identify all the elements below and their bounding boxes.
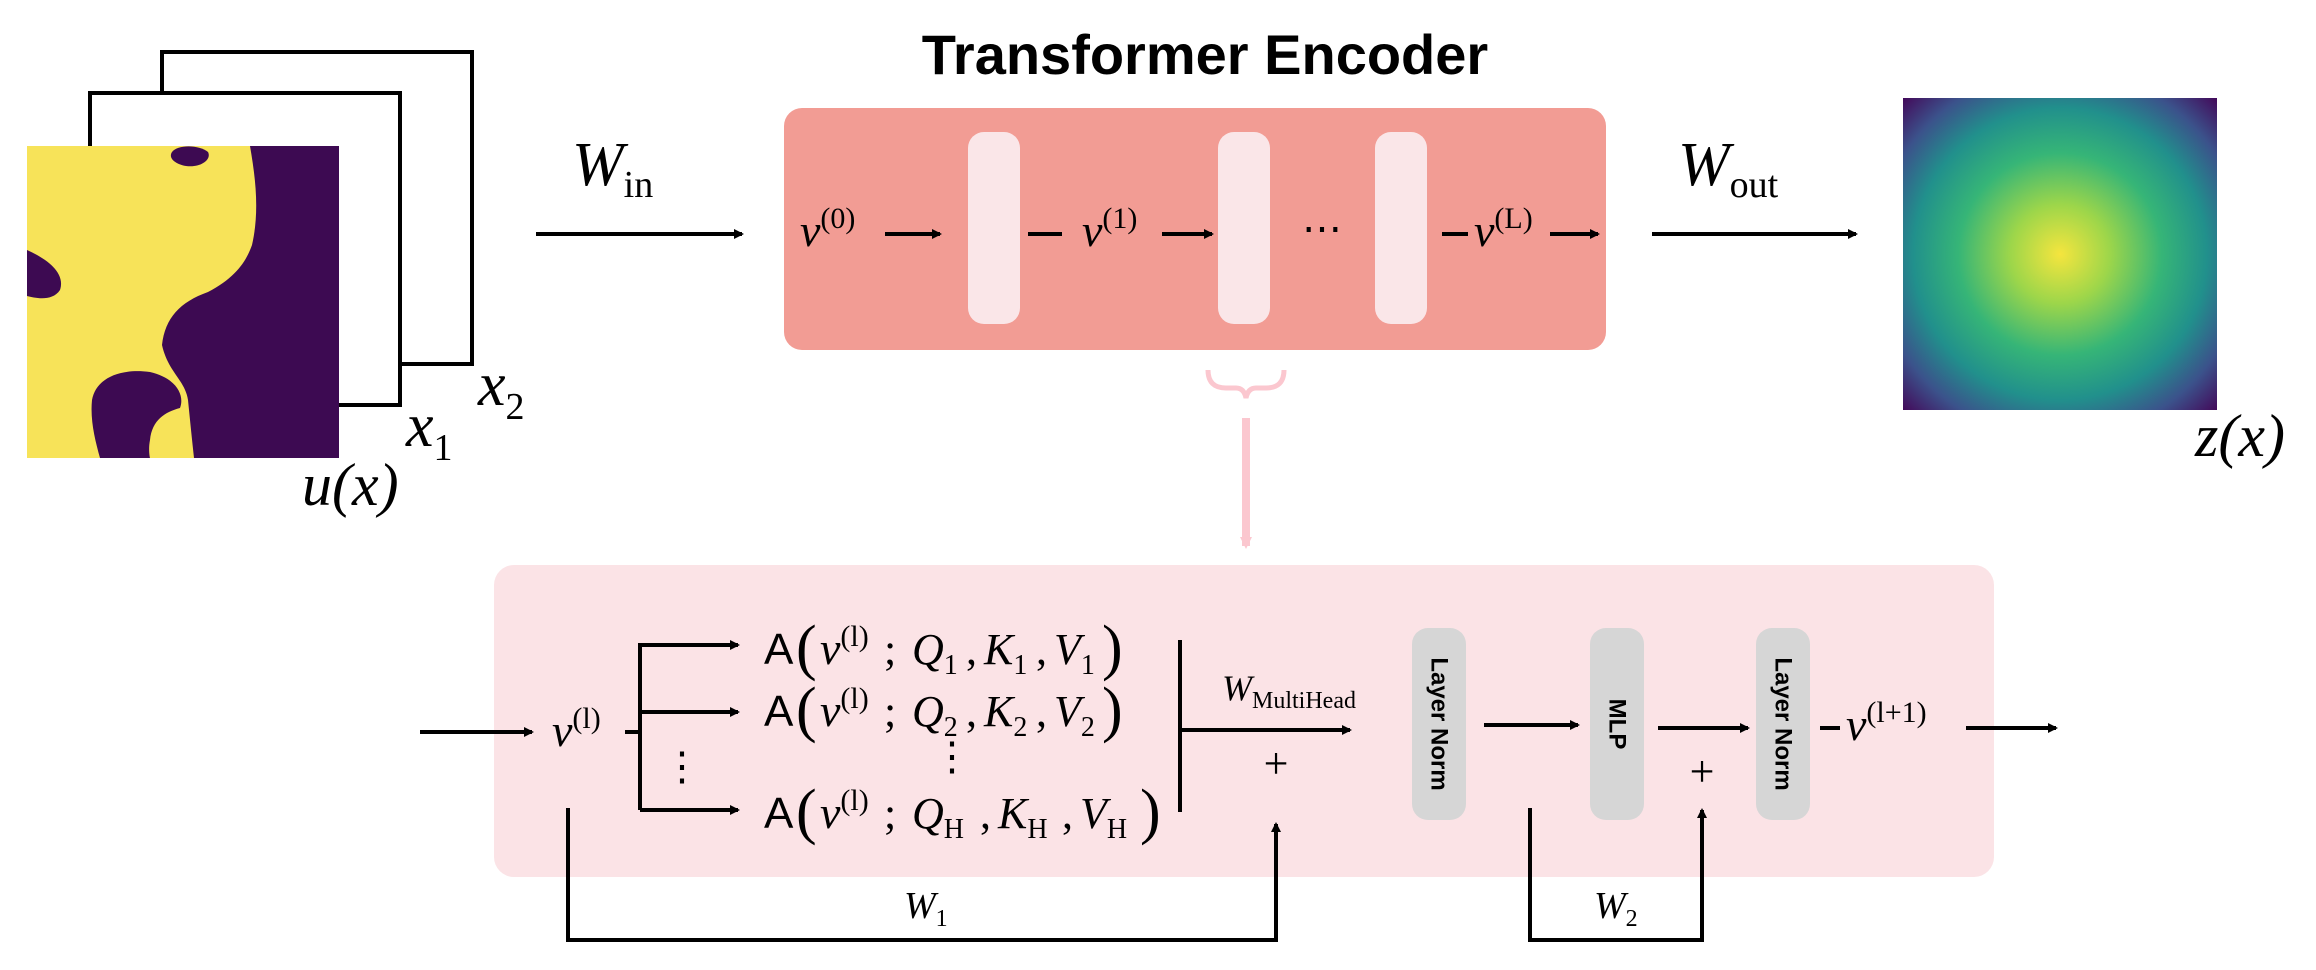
input-x2-label: x2 xyxy=(477,351,525,428)
attention-head-1: A ( v(l) ; Q1 , K1 , V1 ) xyxy=(764,614,1123,682)
svg-text:): ) xyxy=(1140,778,1161,846)
svg-text:VH: VH xyxy=(1080,789,1127,845)
svg-text:A: A xyxy=(764,789,794,838)
yellow-region xyxy=(27,146,257,458)
v0-label: v(0) xyxy=(800,202,855,256)
input-stack: x2 x1 u(x) xyxy=(27,50,525,518)
svg-text:,: , xyxy=(1036,687,1047,736)
input-u-label: u(x) xyxy=(302,452,399,518)
svg-text:,: , xyxy=(1062,789,1073,838)
mlp-block xyxy=(1590,628,1644,820)
svg-text:,: , xyxy=(966,687,977,736)
input-image-u xyxy=(27,146,339,458)
layer-norm-2-block xyxy=(1756,628,1810,820)
residual-w2-path xyxy=(1528,808,1707,942)
encoder-title: Transformer Encoder xyxy=(922,23,1488,86)
encoder-ellipsis: ⋯ xyxy=(1302,206,1342,251)
svg-text:KH: KH xyxy=(997,789,1048,845)
w-in-label: Win xyxy=(572,131,653,206)
layer-norm-2-label: Layer Norm xyxy=(1770,657,1797,790)
svg-text:,: , xyxy=(980,789,991,838)
output-image-z xyxy=(1903,98,2217,410)
w-multihead-label: WMultiHead xyxy=(1222,668,1356,714)
residual-plus-2: + xyxy=(1690,747,1715,796)
encoder-block-brace xyxy=(1205,369,1287,399)
svg-text:;: ; xyxy=(884,687,896,736)
svg-text:v(l): v(l) xyxy=(820,784,869,838)
encoder-block-L xyxy=(1375,132,1427,324)
head-vdots-left: ⋮ xyxy=(662,744,702,789)
attention-head-H: A ( v(l) ; QH , KH , VH ) xyxy=(764,778,1161,846)
attention-head-2: A ( v(l) ; Q2 , K2 , V2 ) xyxy=(764,676,1123,744)
input-x1-label: x1 xyxy=(405,392,453,469)
layer-norm-1-block xyxy=(1412,628,1466,820)
svg-text:K2: K2 xyxy=(983,687,1027,743)
purple-blob-bottom xyxy=(91,371,182,458)
purple-blob-top xyxy=(170,146,209,167)
svg-text:;: ; xyxy=(884,625,896,674)
mlp-label: MLP xyxy=(1604,699,1631,750)
vl1-out-label: v(l+1) xyxy=(1846,696,1927,750)
encoder-block-1 xyxy=(968,132,1020,324)
layer-norm-1-label: Layer Norm xyxy=(1426,657,1453,790)
svg-text:): ) xyxy=(1102,614,1123,682)
svg-text:K1: K1 xyxy=(983,625,1027,681)
svg-text:v(l): v(l) xyxy=(820,682,869,736)
encoder-block-2 xyxy=(1218,132,1270,324)
svg-text:A: A xyxy=(764,625,794,674)
svg-text:): ) xyxy=(1102,676,1123,744)
residual-w1-path xyxy=(566,808,1281,942)
svg-text:(: ( xyxy=(796,778,817,846)
residual-plus-1: + xyxy=(1264,739,1289,788)
vL-label: v(L) xyxy=(1474,202,1533,256)
w1-label: W1 xyxy=(904,885,948,932)
svg-text:,: , xyxy=(966,625,977,674)
svg-text:Q2: Q2 xyxy=(912,687,958,743)
svg-text:V2: V2 xyxy=(1054,687,1095,743)
svg-text:v(l): v(l) xyxy=(820,620,869,674)
v1-label: v(1) xyxy=(1082,202,1137,256)
w-out-label: Wout xyxy=(1678,131,1779,206)
vl-in-label: v(l) xyxy=(552,702,601,756)
svg-text:QH: QH xyxy=(912,789,964,845)
svg-text:;: ; xyxy=(884,789,896,838)
w2-label: W2 xyxy=(1594,885,1638,932)
output-z-label: z(x) xyxy=(2194,403,2285,469)
svg-text:(: ( xyxy=(796,614,817,682)
svg-text:V1: V1 xyxy=(1054,625,1095,681)
svg-text:Q1: Q1 xyxy=(912,625,958,681)
purple-blob-left xyxy=(27,250,62,299)
svg-text:(: ( xyxy=(796,676,817,744)
svg-text:,: , xyxy=(1036,625,1047,674)
svg-text:A: A xyxy=(764,687,794,736)
head-vdots-mid: ⋮ xyxy=(932,734,972,779)
